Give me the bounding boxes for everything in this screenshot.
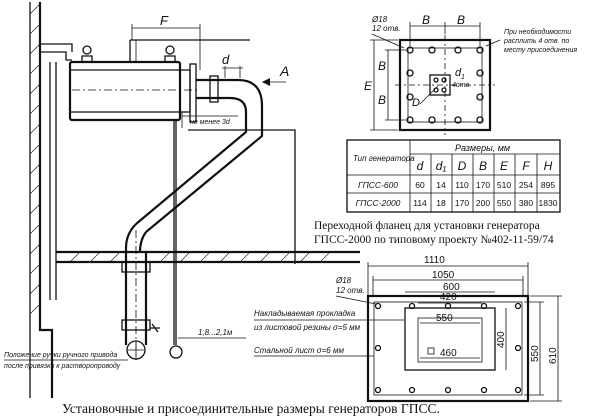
- table-cell: 200: [476, 198, 490, 208]
- drop-label: 1,8...2,1м: [198, 328, 233, 337]
- label-d: d: [222, 52, 230, 67]
- dimension-F: F: [131, 13, 201, 70]
- plate-pad-line2: из листовой резины σ=5 мм: [254, 323, 361, 332]
- plate-dim-460: 460: [440, 348, 457, 359]
- flange-caption-line2: ГПСС-2000 по типовому проекту №402-11-59…: [314, 234, 554, 246]
- label-F: F: [160, 13, 169, 28]
- plate-dim-610: 610: [548, 347, 559, 364]
- flange-note-line1: При необходимости: [504, 28, 571, 36]
- plate-dim-600: 600: [443, 282, 460, 293]
- generator-body: [68, 45, 200, 123]
- plate-steel-label: Стальной лист σ=6 мм: [254, 346, 344, 355]
- diagonal-pipe: [124, 126, 264, 253]
- outlet-pipe: d: [196, 52, 264, 126]
- flange-label-D: D: [412, 97, 420, 109]
- handle-note-line2: после привязки к растворопроводу: [4, 362, 121, 370]
- adapter-flange-view: D d 1 4отв. B B B B E Ø18 12 отв. При не…: [364, 13, 577, 135]
- table-row: ГПСС-2000 114 18 170 200 550 380 1830: [356, 198, 558, 208]
- plate-dim-1050: 1050: [432, 270, 455, 281]
- flange-holes-label: Ø18: [371, 15, 388, 24]
- table-cell: 895: [541, 180, 555, 190]
- flange-note-line3: месту присоединения: [504, 46, 577, 54]
- table-cell: 1830: [539, 198, 558, 208]
- support-frame: [188, 129, 296, 264]
- table-column-header: B: [479, 159, 487, 173]
- drop-dimension: 1,8...2,1м: [178, 328, 246, 339]
- flange-label-B-left-bottom: B: [378, 93, 386, 107]
- table-column-header: D: [458, 159, 467, 173]
- table-cell: 170: [476, 180, 490, 190]
- wall-bracket-top: [40, 43, 73, 52]
- table-column-header: E: [500, 159, 509, 173]
- label-A: A: [279, 63, 289, 79]
- plate-dim-420: 420: [440, 292, 457, 303]
- table-row-type: ГПСС-2000: [356, 198, 401, 208]
- table-cell: 18: [436, 198, 446, 208]
- table-cell: 170: [455, 198, 469, 208]
- generator-side-view: F d не менее 3d A: [4, 2, 360, 398]
- flange-holes-count: 12 отв.: [372, 24, 401, 33]
- handle-position-note: Положение ручки ручного привода после пр…: [4, 351, 128, 370]
- flange-note-line2: расплить 4 отв. по: [503, 38, 569, 45]
- plate-holes-label: Ø18: [335, 276, 352, 285]
- handle-note-line1: Положение ручки ручного привода: [4, 351, 117, 359]
- table-column-header: F: [522, 159, 530, 173]
- flange-label-E: E: [364, 79, 373, 93]
- plate-dim-550-top: 550: [436, 313, 453, 324]
- wall-post: [49, 62, 57, 300]
- table-header-sizes: Размеры, мм: [455, 143, 510, 153]
- flange-caption-line1: Переходной фланец для установки генерато…: [314, 220, 540, 232]
- table-column-header: d₁: [436, 159, 447, 173]
- plate-dim-550-right: 550: [530, 345, 541, 362]
- manual-drive-rod: [126, 120, 183, 360]
- view-marker-A: A: [262, 63, 289, 86]
- flange-label-B-top-left: B: [422, 13, 430, 27]
- flange-label-d1-sub: 1: [461, 74, 465, 81]
- table-cell: 254: [519, 180, 533, 190]
- main-caption: Установочные и присоединительные размеры…: [62, 401, 440, 416]
- table-column-header: d: [417, 159, 424, 173]
- table-cell: 510: [497, 180, 511, 190]
- wall-section: [29, 2, 54, 398]
- flange-label-B-left-top: B: [378, 59, 386, 73]
- plate-pad-line1: Накладываемая прокладка: [254, 309, 356, 318]
- table-cell: 14: [436, 180, 446, 190]
- table-cell: 380: [519, 198, 533, 208]
- table-row: ГПСС-600 60 14 110 170 510 254 895: [358, 180, 555, 190]
- flange-label-B-top-right: B: [457, 13, 465, 27]
- plate-holes-count: 12 отв.: [336, 286, 365, 295]
- table-cell: 550: [497, 198, 511, 208]
- table-cell: 114: [413, 198, 427, 208]
- base-plate-view: 1110 1050 600 420 550 460 400: [254, 255, 562, 403]
- plate-dim-1110: 1110: [424, 255, 445, 266]
- floor-slab: [56, 250, 360, 264]
- table-cell: 110: [455, 180, 469, 190]
- table-row-type: ГПСС-600: [358, 180, 398, 190]
- table-cell: 60: [415, 180, 425, 190]
- table-header-type: Тип генератора: [353, 154, 415, 163]
- flange-hole-count: 4отв.: [452, 82, 471, 89]
- flange-label-d1: d: [455, 67, 462, 79]
- table-column-header: H: [544, 159, 553, 173]
- plate-dim-400: 400: [496, 331, 507, 348]
- gap-dimension: не менее 3d: [181, 112, 238, 128]
- gap-label: не менее 3d: [190, 119, 231, 126]
